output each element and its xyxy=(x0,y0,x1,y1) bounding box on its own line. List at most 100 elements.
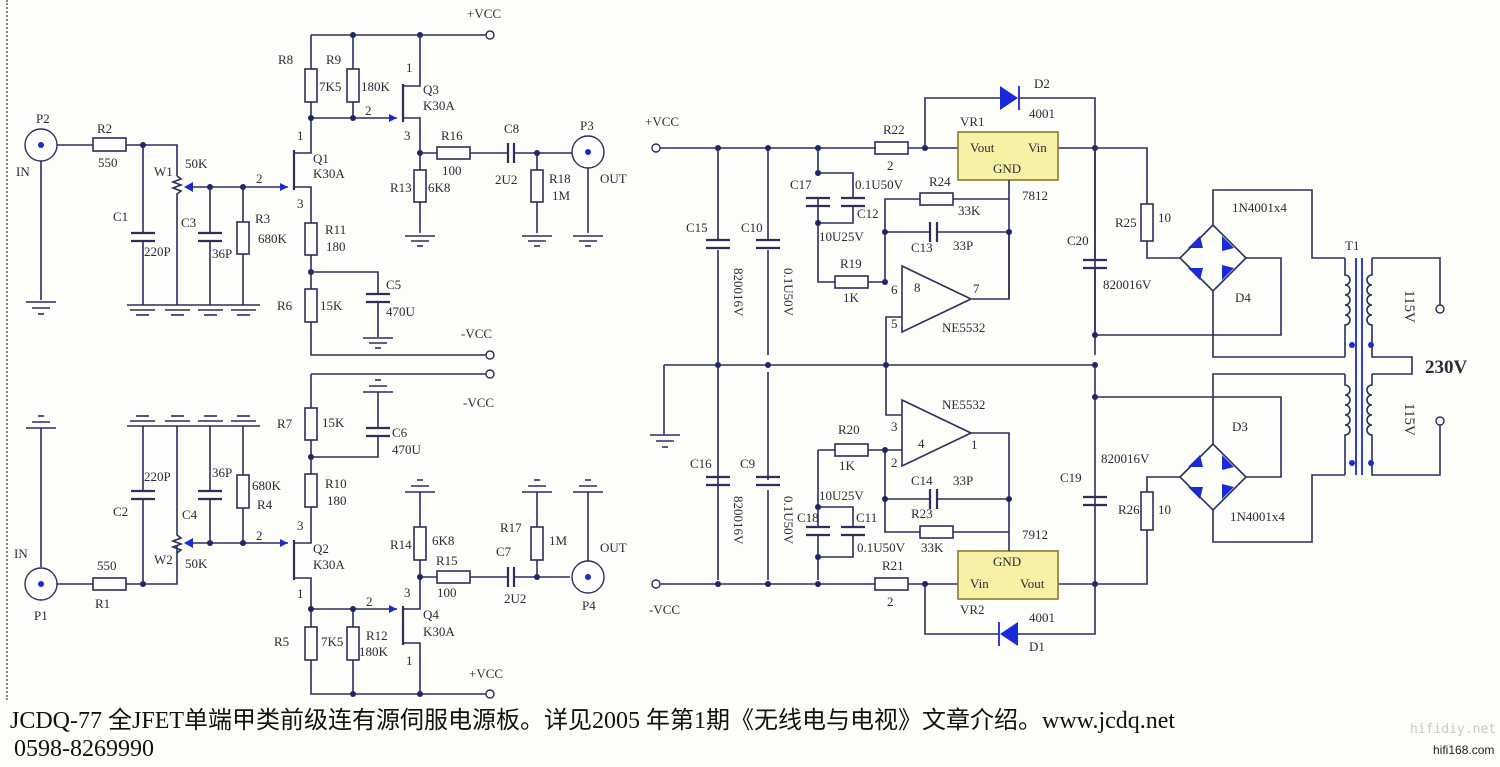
label-c3: C3 xyxy=(181,215,196,230)
label-c8: C8 xyxy=(504,121,519,136)
value-r11: 180 xyxy=(326,239,346,254)
input-connector-p1[interactable] xyxy=(24,567,58,601)
label-p4: P4 xyxy=(582,598,596,613)
label-r11: R11 xyxy=(325,222,346,237)
label-t1: T1 xyxy=(1345,238,1359,253)
value-c16: 820016V xyxy=(731,496,746,545)
label-w1: W1 xyxy=(154,164,173,179)
label-c11: C11 xyxy=(856,510,877,525)
label-q2: Q2 xyxy=(313,541,329,556)
transformer-t1: T1 115V 115V 230V xyxy=(1344,238,1468,476)
label-c10: C10 xyxy=(741,220,763,235)
value-c11: 0.1U50V xyxy=(857,540,906,555)
opamp-bottom-pin-pwr: 4 xyxy=(918,436,925,451)
label-c13: C13 xyxy=(911,240,933,255)
label-c19: C19 xyxy=(1060,470,1082,485)
label-in-top: IN xyxy=(16,164,30,179)
value-r4: 680K xyxy=(252,478,282,493)
pin-q3-gate: 2 xyxy=(365,103,372,118)
bridge-rectifier-d3 xyxy=(1178,442,1248,512)
value-q1: K30A xyxy=(313,166,345,181)
input-connector-p2[interactable] xyxy=(24,128,58,162)
label-r4: R4 xyxy=(257,497,273,512)
output-connector-p3[interactable] xyxy=(571,135,605,169)
label-r13: R13 xyxy=(390,180,412,195)
output-connector-p4[interactable] xyxy=(571,560,605,594)
watermark-hifidiy: hifidiy.net xyxy=(1410,722,1497,737)
label-r3: R3 xyxy=(255,211,270,226)
vr2-pin-gnd: GND xyxy=(993,554,1021,569)
power-supply: +VCC R22 2 D2 4001 VR1 Vout Vin GND 7812… xyxy=(645,76,1468,654)
rail-pos-bottom: +VCC xyxy=(469,666,503,681)
value-c17: 10U25V xyxy=(819,229,864,244)
pin-q3-drain: 1 xyxy=(406,60,413,75)
label-c20: C20 xyxy=(1067,233,1089,248)
value-c9: 0.1U50V xyxy=(781,496,796,545)
pin-q4-gate: 2 xyxy=(366,594,373,609)
value-vr1: 7812 xyxy=(1022,188,1048,203)
vr1-pin-vout: Vout xyxy=(970,140,995,155)
label-r26: R26 xyxy=(1118,502,1140,517)
value-c5: 470U xyxy=(386,304,416,319)
label-c17: C17 xyxy=(790,177,812,192)
value-d1: 4001 xyxy=(1029,610,1055,625)
value-c18: 10U25V xyxy=(819,488,864,503)
label-c12: C12 xyxy=(857,206,879,221)
opamp-bottom-pin-inv: 2 xyxy=(891,455,898,470)
value-vr2: 7912 xyxy=(1022,527,1048,542)
label-c4: C4 xyxy=(182,507,198,522)
rail-pos-top: +VCC xyxy=(467,6,501,21)
label-t1-sec-bottom: 115V xyxy=(1401,403,1417,436)
regulator-vr1 xyxy=(957,131,1059,181)
pin-q4-drain: 1 xyxy=(406,653,413,668)
caption-line-2: 0598-8269990 xyxy=(14,736,154,762)
pin-q3-source: 3 xyxy=(404,128,411,143)
value-c14: 33P xyxy=(953,473,973,488)
value-r14: 6K8 xyxy=(432,533,454,548)
value-opamp-bottom: NE5532 xyxy=(942,397,985,412)
pin-q2-source: 3 xyxy=(297,518,304,533)
opamp-top xyxy=(901,264,973,334)
pin-q4-source: 3 xyxy=(404,585,411,600)
label-r6: R6 xyxy=(277,298,293,313)
value-r24: 33K xyxy=(958,203,981,218)
opamp-bottom-pin-out: 1 xyxy=(971,437,978,452)
value-r1: 550 xyxy=(97,558,117,573)
value-d4: 1N4001x4 xyxy=(1232,200,1287,215)
vr2-pin-vout: Vout xyxy=(1020,576,1045,591)
opamp-bottom-pin-noninv: 3 xyxy=(891,419,898,434)
value-d2: 4001 xyxy=(1029,106,1055,121)
label-vr2: VR2 xyxy=(960,602,985,617)
label-r8: R8 xyxy=(278,52,293,67)
label-c18: C18 xyxy=(797,510,819,525)
value-r8: 7K5 xyxy=(319,79,341,94)
value-r3: 680K xyxy=(258,231,288,246)
vr2-pin-vin: Vin xyxy=(970,576,989,591)
bridge-rectifier-d4 xyxy=(1178,223,1248,293)
value-r20: 1K xyxy=(839,458,856,473)
label-c6: C6 xyxy=(392,425,408,440)
label-p1: P1 xyxy=(34,608,48,623)
opamp-top-pin-pwr: 8 xyxy=(914,280,921,295)
value-w1: 50K xyxy=(185,156,208,171)
label-r16: R16 xyxy=(441,128,463,143)
mains-terminal-bottom[interactable] xyxy=(1435,416,1445,426)
resistor-r2 xyxy=(92,137,127,152)
value-q2: K30A xyxy=(313,557,345,572)
value-q3: K30A xyxy=(423,98,455,113)
mains-terminal-top[interactable] xyxy=(1435,304,1445,314)
value-r7: 15K xyxy=(322,415,345,430)
pin-q2-gate: 2 xyxy=(256,528,263,543)
regulator-vr2 xyxy=(957,550,1059,600)
value-r9: 180K xyxy=(361,79,391,94)
value-c15: 820016V xyxy=(731,268,746,317)
label-r7: R7 xyxy=(277,416,293,431)
psu-rail-pos-label: +VCC xyxy=(645,114,679,129)
label-r19: R19 xyxy=(840,256,862,271)
value-c20: 820016V xyxy=(1103,277,1152,292)
label-t1-sec-top: 115V xyxy=(1401,290,1417,323)
pin-q1-drain: 1 xyxy=(297,128,304,143)
label-d4: D4 xyxy=(1235,290,1251,305)
label-c15: C15 xyxy=(686,220,708,235)
